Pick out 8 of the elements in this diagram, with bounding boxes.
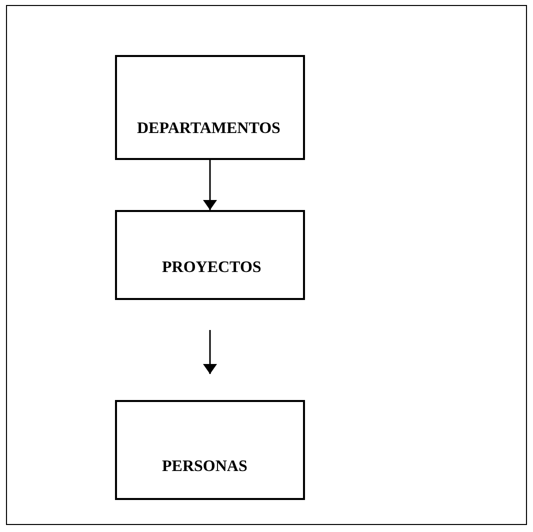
arrow <box>203 160 217 210</box>
box-label: PROYECTOS <box>162 258 262 278</box>
box-label: PERSONAS <box>162 457 248 477</box>
process-box <box>115 210 305 300</box>
box-label: DEPARTAMENTOS <box>137 119 282 139</box>
process-box <box>115 55 305 160</box>
process-box <box>115 400 305 500</box>
arrow <box>203 330 217 374</box>
